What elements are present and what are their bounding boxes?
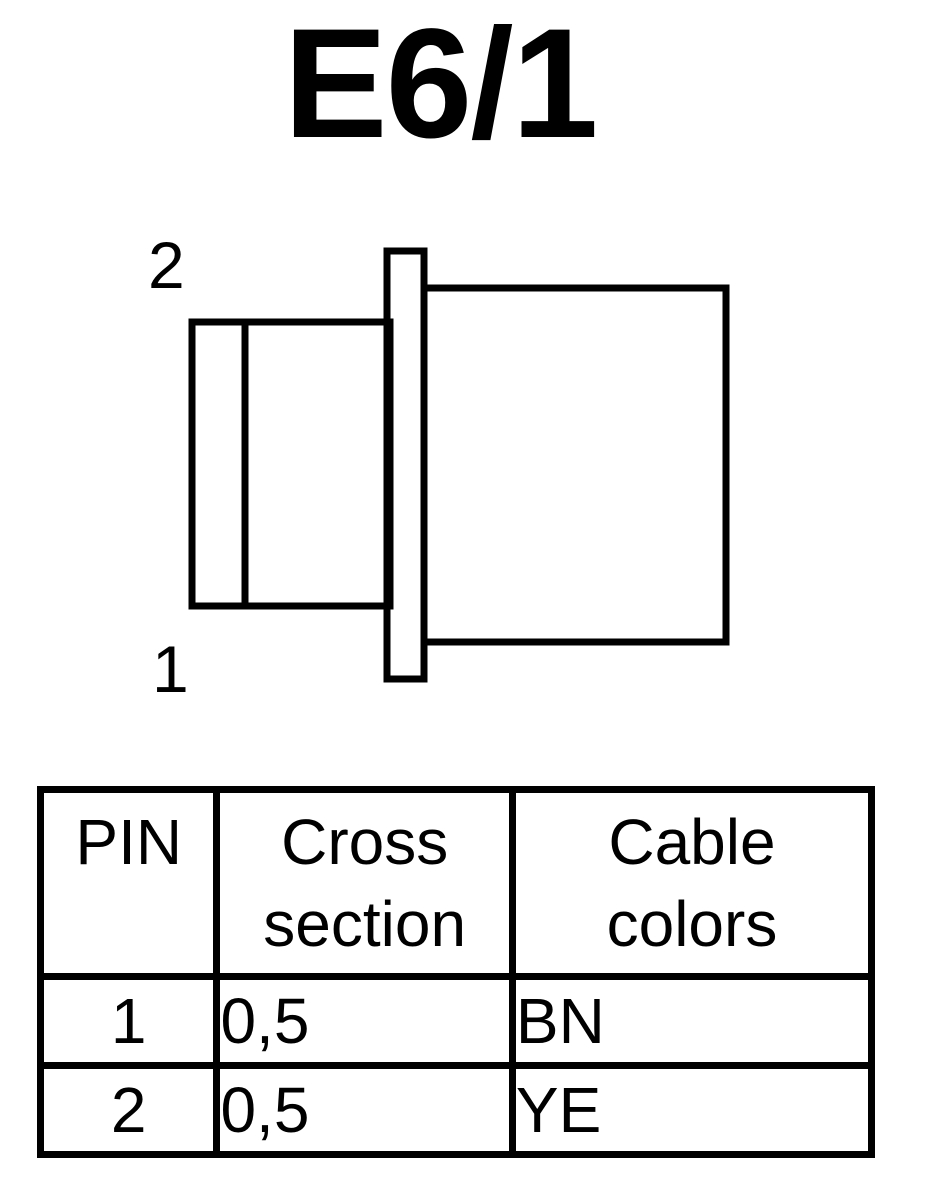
header-cross-line1: Cross	[281, 806, 449, 878]
connector-housing	[420, 284, 730, 646]
cell-cross-section: 0,5	[213, 1062, 516, 1158]
cell-pin: 2	[36, 1062, 221, 1158]
connector-title: E6/1	[283, 0, 599, 171]
pin-label-2: 2	[148, 228, 185, 302]
header-color-line2: colors	[606, 888, 778, 960]
header-cross-section: Cross section	[213, 786, 516, 980]
cell-cross-section: 0,5	[213, 973, 516, 1069]
cell-pin: 1	[36, 973, 221, 1069]
header-color-line1: Cable	[608, 806, 776, 878]
cell-cable-color: BN	[508, 973, 876, 1069]
connector-drawing	[188, 247, 730, 683]
pin-label-1: 1	[152, 632, 189, 706]
header-pin: PIN	[36, 786, 221, 980]
table-header-row: PIN Cross section Cable colors	[36, 786, 876, 980]
header-cable-colors: Cable colors	[508, 786, 876, 980]
header-pin-label: PIN	[75, 806, 183, 878]
table-row: 2 0,5 YE	[36, 1062, 876, 1158]
connector-plug-body	[188, 318, 394, 610]
pin-assignment-table: PIN Cross section Cable colors 1 0,5 BN …	[36, 786, 876, 1158]
header-cross-line2: section	[263, 888, 467, 960]
cell-cable-color: YE	[508, 1062, 876, 1158]
table-row: 1 0,5 BN	[36, 973, 876, 1069]
